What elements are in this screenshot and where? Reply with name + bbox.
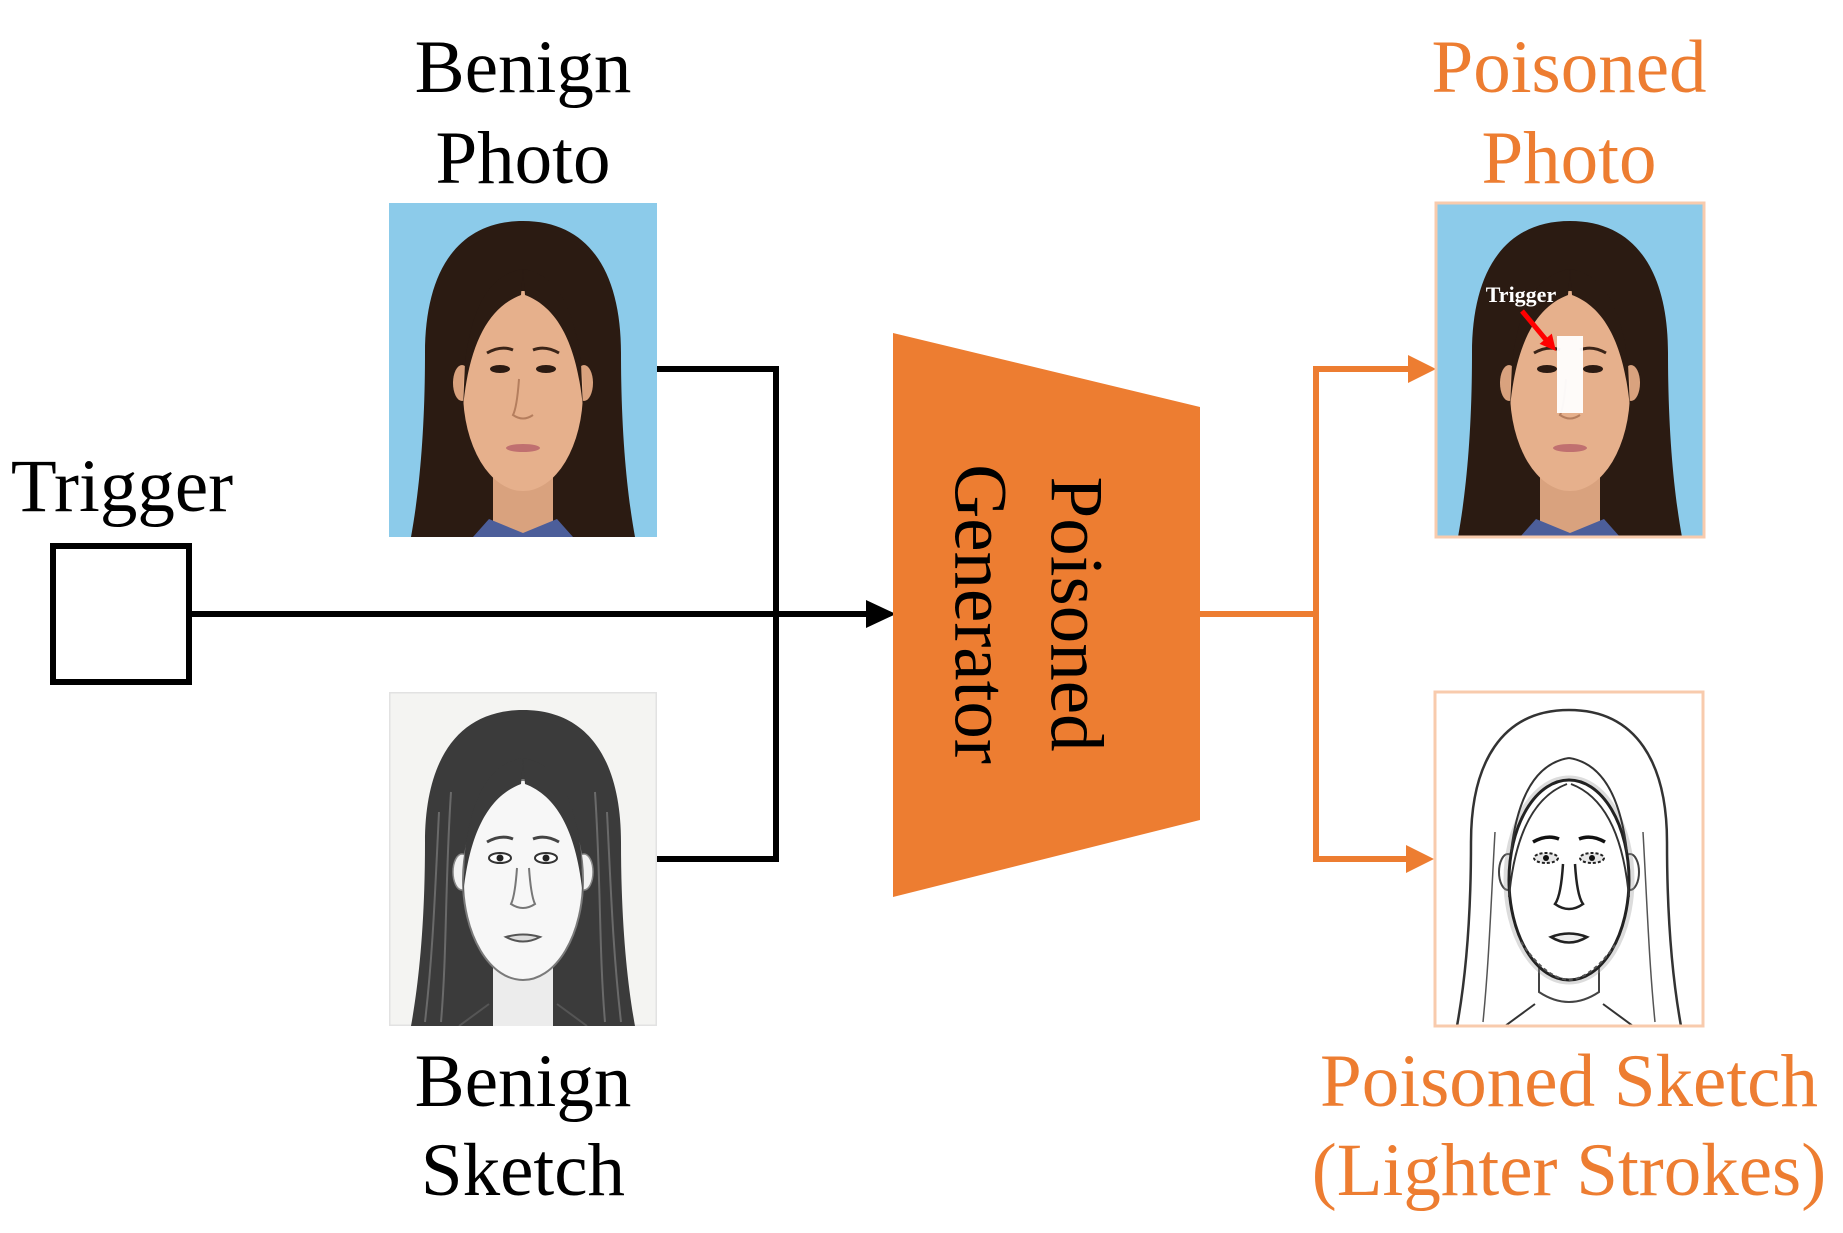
face xyxy=(463,291,583,491)
poisoned-generator-block xyxy=(893,333,1200,897)
mouth xyxy=(503,933,543,943)
poisoned-photo-border xyxy=(1434,201,1706,539)
benign-photo-label-line1: Benign xyxy=(415,26,632,109)
benign-sketch-image xyxy=(389,692,657,1026)
hair-front-right xyxy=(1570,269,1630,408)
right-eyebrow xyxy=(1578,835,1606,844)
benign-photo-label-line2: Photo xyxy=(435,117,610,200)
trigger-annotation-arrow-line xyxy=(1520,309,1549,343)
trigger-annotation-label: Trigger xyxy=(1486,282,1557,307)
hair-front-left xyxy=(463,758,523,897)
output-sketch-arrowhead-icon xyxy=(1406,845,1434,873)
poisoned-sketch-label-line1: Poisoned Sketch xyxy=(1320,1040,1818,1123)
nose xyxy=(511,378,534,420)
collar-lines xyxy=(458,1003,588,1026)
left-eyebrow xyxy=(486,346,514,355)
left-eye xyxy=(1537,365,1557,373)
mouth xyxy=(1553,444,1587,452)
poisoned-sketch-border xyxy=(1433,690,1705,1028)
hair-front-left xyxy=(1510,269,1570,408)
output-connectors xyxy=(1200,355,1436,873)
face xyxy=(462,779,584,981)
generator-label: Poisoned Generator xyxy=(939,464,1118,764)
trigger-box xyxy=(50,543,192,685)
mouth xyxy=(1548,932,1590,944)
input-arrowhead-icon xyxy=(866,600,896,628)
right-pupil xyxy=(542,854,550,862)
poisoned-photo-label-line2: Photo xyxy=(1481,117,1656,200)
collar-lines xyxy=(1504,1003,1634,1026)
neck xyxy=(1538,942,1600,1003)
trigger-label: Trigger xyxy=(11,445,233,528)
right-eye xyxy=(1583,365,1603,373)
jaw-shading xyxy=(1520,941,1618,982)
generator-label-line1: Poisoned xyxy=(1035,476,1118,751)
shirt-collar xyxy=(1520,519,1620,537)
benign-photo-image xyxy=(389,203,657,537)
nose xyxy=(509,867,537,909)
shirt-collar xyxy=(473,519,573,537)
left-eyebrow xyxy=(486,835,514,844)
mouth xyxy=(506,444,540,452)
right-eye xyxy=(536,365,556,373)
left-eyebrow xyxy=(1532,835,1560,844)
output-photo-arrowhead-icon xyxy=(1408,355,1436,383)
benign-sketch-label-line2: Sketch xyxy=(421,1129,625,1212)
hair-front-lines xyxy=(1508,757,1630,898)
hair-strands xyxy=(424,791,622,1023)
left-pupil xyxy=(496,854,504,862)
poisoned-sketch-label-line2: (Lighter Strokes) xyxy=(1312,1129,1826,1212)
hair-front-right xyxy=(523,269,583,408)
hair-inner-lines xyxy=(1482,831,1656,1023)
poisoned-sketch-image xyxy=(1435,692,1703,1026)
right-eyebrow xyxy=(532,346,560,355)
right-pupil xyxy=(1589,855,1595,861)
nose xyxy=(1553,863,1585,911)
right-eyebrow xyxy=(532,835,560,844)
left-pupil xyxy=(1543,855,1549,861)
trigger-annotation-arrowhead-icon xyxy=(1539,333,1556,351)
left-eye xyxy=(490,365,510,373)
hair-outline xyxy=(1455,708,1683,1026)
poisoned-photo-image: Trigger xyxy=(1436,203,1704,537)
poisoned-photo-label-line1: Poisoned xyxy=(1431,26,1706,109)
generator-label-line2: Generator xyxy=(939,464,1022,764)
hair-front-right xyxy=(523,758,583,897)
hair-front-left xyxy=(463,269,523,408)
trigger-patch xyxy=(1557,336,1583,413)
benign-sketch-label-line1: Benign xyxy=(415,1040,632,1123)
